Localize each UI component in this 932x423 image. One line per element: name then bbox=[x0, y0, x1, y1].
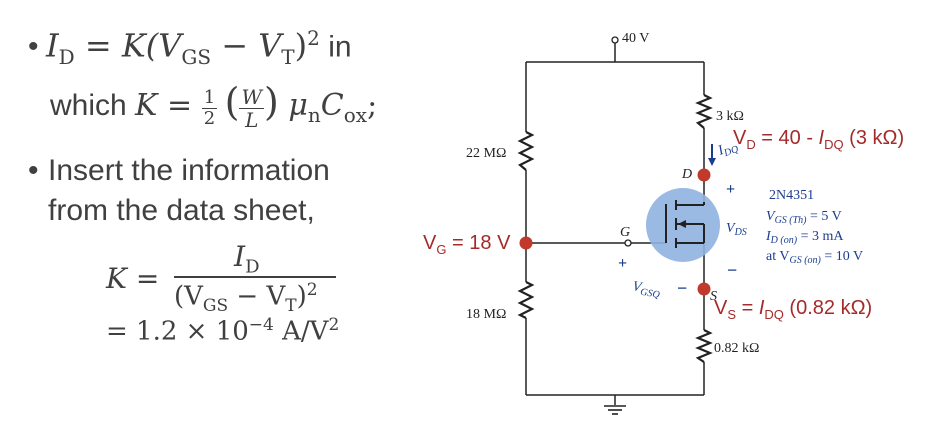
bullet-2-line-2: from the data sheet, bbox=[48, 194, 315, 227]
circuit-wires bbox=[525, 42, 705, 405]
drain-letter: D bbox=[681, 167, 692, 182]
supply-terminal bbox=[611, 36, 619, 44]
datasheet-specs: 2N4351 VGS (Th) = 5 V ID (on) = 3 mA at … bbox=[765, 188, 863, 266]
bullet-2-line-1: Insert the information bbox=[48, 154, 330, 187]
id-equation: ID = K(VGS − VT)2 in bbox=[46, 26, 352, 70]
supply-label: 40 V bbox=[622, 31, 649, 46]
rs-resistor bbox=[695, 329, 713, 363]
r1-resistor bbox=[517, 131, 535, 171]
vds-minus: − bbox=[727, 260, 737, 280]
part-number: 2N4351 bbox=[769, 188, 814, 203]
vgs-plus: + bbox=[618, 255, 627, 272]
vd-annotation: VD = 40 - IDQ (3 kΩ) bbox=[733, 127, 905, 152]
rd-label: 3 kΩ bbox=[716, 109, 744, 124]
vds-label: VDS bbox=[726, 221, 747, 238]
vs-annotation: VS = IDQ (0.82 kΩ) bbox=[714, 297, 873, 322]
bullet-dot: • bbox=[28, 154, 39, 187]
k-definition: which K = 1 2 ( W L ) μnCox; bbox=[50, 80, 378, 132]
gate-terminal bbox=[624, 239, 632, 247]
bullet-dot: • bbox=[28, 30, 39, 63]
r2-label: 18 MΩ bbox=[466, 307, 506, 322]
r2-resistor bbox=[517, 281, 535, 319]
k-lhs: K = bbox=[106, 262, 160, 295]
mosfet-arrow bbox=[678, 220, 686, 228]
rd-resistor bbox=[695, 94, 713, 129]
r1-label: 22 MΩ bbox=[466, 146, 506, 161]
vg-annotation: VG = 18 V bbox=[423, 232, 511, 257]
id-arrow-head bbox=[708, 158, 716, 166]
gate-letter: G bbox=[620, 225, 630, 240]
source-node bbox=[697, 282, 711, 296]
spec-id-on: ID (on) = 3 mA bbox=[765, 229, 844, 246]
rs-label: 0.82 kΩ bbox=[714, 341, 759, 356]
vg-node bbox=[519, 236, 533, 250]
vds-plus: + bbox=[726, 181, 735, 198]
vgsq-label: VGSQ bbox=[631, 279, 662, 301]
spec-vgs-on: at VGS (on) = 10 V bbox=[766, 249, 863, 266]
spec-vgs-th: VGS (Th) = 5 V bbox=[766, 209, 842, 226]
k-denominator: (VGS − VT)2 bbox=[174, 280, 318, 316]
k-result: = 1.2 × 10−4 A/V2 bbox=[106, 315, 340, 347]
idq-label: IDQ bbox=[715, 138, 740, 161]
fraction-bar bbox=[174, 276, 336, 278]
drain-node bbox=[697, 168, 711, 182]
vgs-minus: − bbox=[677, 278, 687, 298]
source-letter: S bbox=[710, 289, 717, 304]
k-numerator: ID bbox=[234, 240, 260, 278]
ground-icon bbox=[604, 405, 626, 415]
